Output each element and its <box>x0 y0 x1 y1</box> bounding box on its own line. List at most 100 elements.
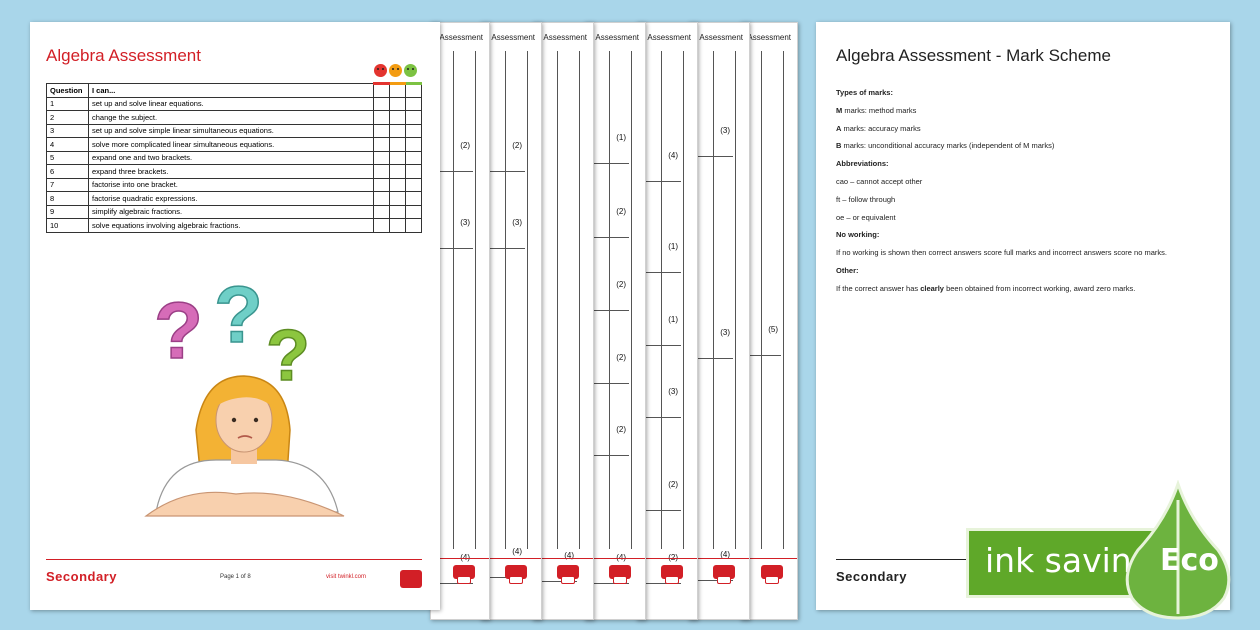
rating-cell[interactable] <box>373 137 390 152</box>
rating-cell[interactable] <box>405 191 422 206</box>
stacked-page: Assessment (2) (3) (4) <box>430 22 490 620</box>
i-can-statement: set up and solve simple linear simultane… <box>88 123 374 138</box>
i-can-statement: change the subject. <box>88 110 374 125</box>
i-can-statement: factorise into one bracket. <box>88 177 374 192</box>
marks-label: (4) <box>615 553 627 562</box>
marks-label: (4) <box>667 151 679 160</box>
stacked-page-header: Assessment <box>491 33 535 42</box>
stacked-page-header: Assessment <box>595 33 639 42</box>
orange-rating-column <box>389 82 406 98</box>
marks-label: (3) <box>459 218 471 227</box>
rating-cell[interactable] <box>373 123 390 138</box>
a-label: A <box>836 123 842 133</box>
rating-cell[interactable] <box>389 96 406 111</box>
marks-label: (2) <box>615 425 627 434</box>
stacked-page-header: Assessment <box>699 33 743 42</box>
no-working-text: If no working is shown then correct answ… <box>836 248 1167 258</box>
twinkl-logo-icon <box>453 565 475 584</box>
other-heading: Other: <box>836 265 859 275</box>
rating-cell[interactable] <box>389 204 406 219</box>
rating-cell[interactable] <box>405 204 422 219</box>
rating-cell[interactable] <box>373 218 390 233</box>
twinkl-logo-icon <box>661 565 683 584</box>
stacked-page-header: Assessment <box>647 33 691 42</box>
rating-cell[interactable] <box>389 218 406 233</box>
other-text: If the correct answer has clearly been o… <box>836 283 1136 293</box>
page-title: Algebra Assessment <box>46 46 201 65</box>
twinkl-logo-icon <box>557 565 579 584</box>
marks-label: (2) <box>459 141 471 150</box>
rating-cell[interactable] <box>389 164 406 179</box>
rating-cell[interactable] <box>389 137 406 152</box>
question-number: 5 <box>46 150 89 165</box>
marks-label: (2) <box>615 280 627 289</box>
rating-cell[interactable] <box>405 137 422 152</box>
happy-face-icon <box>404 64 417 77</box>
rating-cell[interactable] <box>389 150 406 165</box>
rating-cell[interactable] <box>373 191 390 206</box>
rating-cell[interactable] <box>389 177 406 192</box>
stacked-page: Assessment(2)(3)(4) <box>480 22 542 620</box>
stacked-page: Assessment(3)(3)(4) <box>688 22 750 620</box>
i-can-statement: solve more complicated linear simultaneo… <box>88 137 374 152</box>
marks-label: (1) <box>667 315 679 324</box>
svg-text:?: ? <box>154 286 203 375</box>
abbreviations-heading: Abbreviations: <box>836 159 889 169</box>
marks-label: (4) <box>511 547 523 556</box>
rating-cell[interactable] <box>389 191 406 206</box>
question-number: 2 <box>46 110 89 125</box>
ink-saving-text: ink saving <box>985 541 1153 580</box>
rating-cell[interactable] <box>373 96 390 111</box>
marks-label: (2) <box>615 353 627 362</box>
stacked-page-header: Assessment <box>439 33 483 42</box>
rating-cell[interactable] <box>389 123 406 138</box>
footer-divider <box>46 559 422 560</box>
rating-cell[interactable] <box>405 218 422 233</box>
rating-cell[interactable] <box>405 110 422 125</box>
marks-label: (2) <box>667 553 679 562</box>
question-number: 4 <box>46 137 89 152</box>
a-text: marks: accuracy marks <box>841 123 921 133</box>
twinkl-logo-icon <box>400 570 422 588</box>
marks-label: (1) <box>667 242 679 251</box>
thinking-girl-illustration: ? ? ? <box>144 280 345 517</box>
rating-cell[interactable] <box>373 110 390 125</box>
mark-scheme-page: Algebra Assessment - Mark Scheme Types o… <box>816 22 1230 610</box>
abbrev-oe: oe – or equivalent <box>836 212 896 222</box>
types-heading: Types of marks: <box>836 88 893 97</box>
question-number: 8 <box>46 191 89 206</box>
green-rating-column <box>405 82 422 98</box>
stacked-page-header: Assessment <box>543 33 587 42</box>
marks-label: (4) <box>459 553 471 562</box>
rating-cell[interactable] <box>373 150 390 165</box>
question-number: 9 <box>46 204 89 219</box>
rating-cell[interactable] <box>405 150 422 165</box>
rating-cell[interactable] <box>405 96 422 111</box>
stacked-page-header: Assessment <box>747 33 791 42</box>
marks-label: (2) <box>511 141 523 150</box>
rating-cell[interactable] <box>373 204 390 219</box>
svg-text:?: ? <box>214 280 263 359</box>
rating-cell[interactable] <box>405 123 422 138</box>
rating-cell[interactable] <box>405 164 422 179</box>
question-number: 10 <box>46 218 89 233</box>
rating-cell[interactable] <box>389 110 406 125</box>
question-number: 6 <box>46 164 89 179</box>
marks-label: (3) <box>719 328 731 337</box>
rating-cell[interactable] <box>373 164 390 179</box>
rating-cell[interactable] <box>405 177 422 192</box>
svg-text:?: ? <box>266 316 310 396</box>
b-label: B <box>836 141 842 151</box>
mark-scheme-title: Algebra Assessment - Mark Scheme <box>836 46 1111 65</box>
rating-cell[interactable] <box>373 177 390 192</box>
